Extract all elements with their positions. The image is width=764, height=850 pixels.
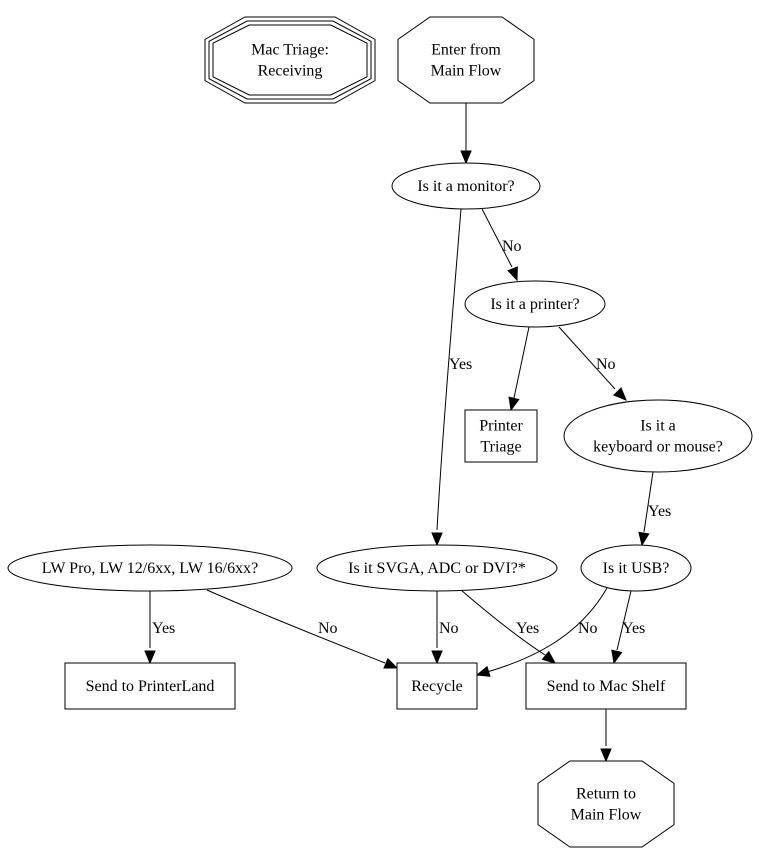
arrowhead-icon	[144, 650, 156, 665]
node-label: Recycle	[411, 678, 463, 695]
node-label: Receiving	[258, 63, 323, 80]
node-label: Is it SVGA, ADC or DVI?*	[348, 560, 526, 577]
edge-svga-to-macshelf	[460, 589, 557, 664]
arrowhead-icon	[383, 657, 399, 669]
edge-svga-to-recycle	[431, 591, 443, 665]
node-label: Triage	[480, 439, 521, 456]
edge-label: No	[578, 620, 598, 637]
node-label: LW Pro, LW 12/6xx, LW 16/6xx?	[42, 560, 258, 577]
edge-line	[206, 589, 386, 664]
edge-kbd-to-usb	[638, 471, 654, 547]
decision-ellipse	[563, 399, 753, 473]
edge-line	[643, 471, 654, 533]
node-svga: Is it SVGA, ADC or DVI?*	[316, 544, 558, 592]
decision-ellipse	[316, 544, 558, 592]
edge-label: Yes	[516, 620, 539, 637]
node-monitor: Is it a monitor?	[391, 162, 541, 210]
edge-line	[460, 589, 546, 656]
node-printerland: Send to PrinterLand	[64, 662, 236, 710]
node-label: Main Flow	[431, 63, 502, 80]
arrowhead-icon	[638, 531, 650, 547]
arrowhead-icon	[611, 649, 623, 665]
edge-lw-to-recycle	[206, 589, 399, 669]
edge-line	[486, 587, 608, 673]
edge-line	[558, 326, 616, 390]
node-kbd: Is it a keyboard or mouse?	[563, 399, 753, 473]
edge-line	[436, 208, 462, 531]
edge-monitor-to-printer	[481, 208, 518, 282]
edge-label: No	[502, 238, 522, 255]
edge-monitor-to-svga	[431, 208, 462, 547]
edge-line	[513, 326, 530, 399]
edge-lw-to-printerland	[144, 591, 156, 665]
edge-label: Yes	[449, 356, 472, 373]
arrowhead-icon	[541, 650, 557, 664]
node-label: Enter from	[431, 42, 501, 59]
decision-ellipse	[464, 280, 606, 328]
node-label: Send to Mac Shelf	[547, 678, 666, 695]
edge-usb-to-macshelf	[611, 590, 632, 665]
node-label: Is it a monitor?	[417, 178, 514, 195]
edge-label: No	[318, 620, 338, 637]
edge-enter-to-monitor	[460, 103, 472, 165]
edge-line	[481, 208, 513, 268]
process-box	[525, 662, 687, 710]
node-label: Main Flow	[571, 807, 642, 824]
arrowhead-icon	[475, 665, 491, 677]
node-label: Return to	[576, 786, 636, 803]
node-label: Is it USB?	[603, 560, 670, 577]
process-box	[464, 409, 538, 463]
edge-printer-to-printer-triage	[508, 326, 530, 412]
process-box	[64, 662, 236, 710]
title-octagon-ring-3	[212, 24, 368, 96]
arrowhead-icon	[600, 748, 612, 763]
node-printer: Is it a printer?	[464, 280, 606, 328]
node-macshelf: Send to Mac Shelf	[525, 662, 687, 710]
node-usb: Is it USB?	[580, 544, 692, 592]
node-label: Mac Triage:	[251, 42, 329, 59]
edge-label: Yes	[648, 503, 671, 520]
node-label: Send to PrinterLand	[86, 678, 215, 695]
arrowhead-icon	[431, 650, 443, 665]
node-return: Return to Main Flow	[537, 760, 675, 848]
edge-printer-to-kbd	[558, 326, 627, 401]
edge-line	[616, 590, 632, 651]
node-recycle: Recycle	[396, 662, 478, 710]
decision-ellipse	[391, 162, 541, 210]
terminal-octagon	[537, 760, 675, 848]
node-label: keyboard or mouse?	[593, 439, 723, 456]
edge-label: Yes	[152, 620, 175, 637]
arrowhead-icon	[460, 150, 472, 165]
decision-ellipse	[580, 544, 692, 592]
terminal-octagon	[397, 16, 535, 104]
decision-ellipse	[7, 544, 293, 592]
arrowhead-icon	[507, 266, 518, 282]
node-title: Mac Triage: Receiving	[204, 16, 376, 104]
process-box	[396, 662, 478, 710]
edge-label: No	[439, 620, 459, 637]
node-label: Is it a	[640, 418, 676, 435]
arrowhead-icon	[508, 396, 520, 412]
arrowhead-icon	[431, 532, 443, 547]
node-label: Is it a printer?	[490, 296, 579, 313]
node-lw: LW Pro, LW 12/6xx, LW 16/6xx?	[7, 544, 293, 592]
node-label: Printer	[479, 418, 523, 435]
arrowhead-icon	[613, 387, 627, 401]
edge-label: Yes	[622, 620, 645, 637]
edge-usb-to-recycle	[475, 587, 608, 677]
edge-label: No	[596, 356, 616, 373]
edge-macshelf-to-return	[600, 709, 612, 763]
